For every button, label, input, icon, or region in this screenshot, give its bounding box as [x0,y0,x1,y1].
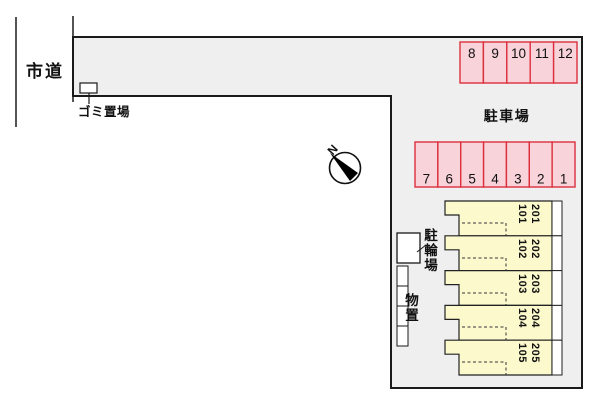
compass-icon: N [325,142,362,185]
parking-space-11-label: 11 [535,46,549,61]
unit-upper-number: 203 [529,274,541,294]
parking-space-3-label: 3 [514,172,522,187]
unit-upper-number: 204 [529,308,541,328]
parking-space-2-label: 2 [537,172,545,187]
parking-space-1 [551,141,576,188]
garbage-label: ゴミ置場 [78,104,130,119]
unit-204-104-label: 204 104 [515,308,541,336]
unit-205-105-label: 205 105 [515,343,541,371]
parking-space-4-label: 4 [491,172,499,187]
parking-space-8-label: 8 [468,46,476,61]
parking-row-lower: 7 6 5 4 3 2 1 [414,141,576,188]
storage-box-1 [396,265,409,287]
unit-upper-number: 202 [529,239,541,259]
unit-202-dashed-line [462,257,507,271]
unit-201-dashed-line [462,222,507,236]
balcony-strip-201 [551,200,563,237]
storage-shed-boxes [396,265,409,347]
balcony-strip-203 [551,270,563,306]
balcony-strip-202 [551,235,563,272]
unit-lower-number: 102 [516,239,528,259]
unit-203-dashed-line [462,292,507,306]
unit-205-dashed-line [462,361,507,375]
parking-space-6-label: 6 [446,172,454,187]
unit-lower-number: 103 [516,274,528,294]
bicycle-parking-box [396,232,421,264]
unit-203-103-label: 203 103 [515,274,541,302]
unit-lower-number: 104 [516,308,528,328]
bicycle-leader-line [416,244,427,253]
parking-row-upper: 8 9 10 11 12 [459,41,578,84]
unit-lower-number: 105 [516,343,528,363]
storage-shed-label: 物置 [403,293,418,323]
parking-space-7-label: 7 [423,172,431,187]
bicycle-parking-label: 駐輪場 [422,228,437,273]
parking-space-12 [552,41,578,84]
balcony-strip-205 [551,339,563,376]
road-label: 市道 [26,61,64,81]
parking-space-9-label: 9 [491,46,499,61]
unit-202-102-label: 202 102 [515,239,541,267]
unit-204-dashed-line [462,326,507,341]
unit-lower-number: 101 [516,204,528,224]
storage-box-4 [396,325,409,347]
parking-space-5-label: 5 [468,172,476,187]
garbage-area-box [79,82,98,94]
parking-space-10-label: 10 [511,46,526,61]
unit-201-101-label: 201 101 [515,204,541,232]
parking-lot-label: 駐車場 [484,108,531,124]
unit-upper-number: 205 [529,343,541,363]
building-units [444,200,563,376]
balcony-strip-204 [551,304,563,341]
unit-upper-number: 201 [529,204,541,224]
parking-space-12-label: 12 [558,46,573,61]
parking-space-1-label: 1 [560,172,568,187]
